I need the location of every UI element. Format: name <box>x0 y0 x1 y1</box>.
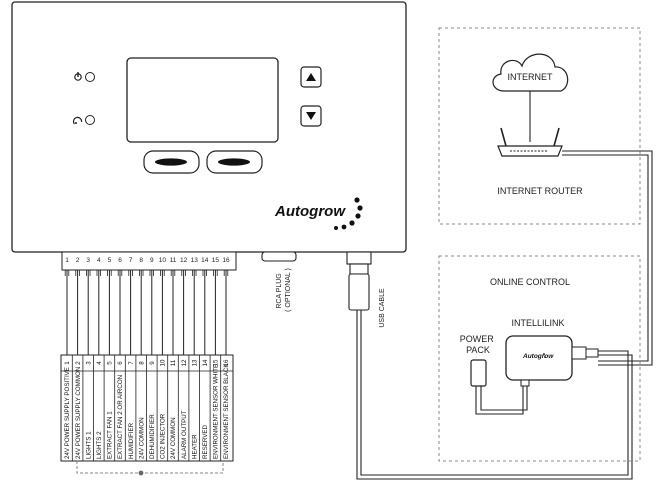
rca-plug-label: RCA PLUG ( OPTIONAL ) <box>276 268 292 312</box>
terminal-label: EXTRACT FAN 2 OR AIRCON <box>117 375 124 459</box>
pin-number: 6 <box>118 257 122 264</box>
terminal-number: 5 <box>107 361 114 365</box>
online-control-box: ONLINE CONTROL INTELLILINK Autogrow POWE… <box>438 255 641 462</box>
terminal-label: 24V COMMON <box>138 417 145 459</box>
terminal-label: LIGHTS 2 <box>96 431 103 459</box>
power-pack-label: POWER PACK <box>460 334 497 355</box>
terminal-number: 2 <box>75 361 82 365</box>
terminal-number: 1 <box>64 361 71 365</box>
terminal-label: EXTRACT FAN 1 <box>107 411 114 459</box>
terminal-label: ALARM OUTPUT <box>181 410 188 459</box>
up-button[interactable] <box>300 66 322 88</box>
pin-number: 12 <box>180 257 188 264</box>
internet-box: INTERNET INTERNET ROUTER <box>438 27 653 366</box>
terminal-number: 3 <box>85 361 92 365</box>
pin-number: 13 <box>191 257 199 264</box>
terminal-label: 24V POWER SUPPLY POSITIVE <box>64 367 71 459</box>
terminal-number: 4 <box>96 361 103 365</box>
terminal-label: CO2 INJECTOR <box>160 413 167 459</box>
soft-key-left[interactable] <box>143 150 200 174</box>
terminal-number: 16 <box>223 359 230 366</box>
terminal-number: 11 <box>170 359 177 366</box>
controller-logo: Autogrow <box>274 203 346 220</box>
router-icon <box>497 127 563 157</box>
cloud-label: INTERNET <box>508 72 554 82</box>
terminal-number: 12 <box>181 359 188 366</box>
logo-dots-icon <box>334 197 363 230</box>
controller-unit: Autogrow <box>11 1 407 253</box>
terminal-label: DEHUMIDIFIER <box>149 414 156 459</box>
terminal-label: ENVIRONMENT SENSOR BLACK <box>223 363 230 459</box>
terminal-number: 13 <box>191 359 198 366</box>
online-control-title: ONLINE CONTROL <box>490 277 570 287</box>
pin-number: 1 <box>65 257 69 264</box>
terminal-label: 24V COMMON <box>170 417 177 459</box>
alarm-icon <box>72 116 83 125</box>
terminal-label: 24V POWER SUPPLY COMMON <box>75 367 82 459</box>
terminal-number: 7 <box>128 361 135 365</box>
pin-number: 4 <box>97 257 101 264</box>
pin-number: 11 <box>170 257 177 264</box>
intellilink-label: INTELLILINK <box>511 318 564 328</box>
pin-number: 16 <box>222 257 230 264</box>
up-arrow-icon <box>306 73 316 81</box>
terminal-number: 6 <box>117 361 124 365</box>
power-icon <box>74 72 82 81</box>
pin-number: 2 <box>76 257 80 264</box>
router-label: INTERNET ROUTER <box>497 186 583 196</box>
controller-screen <box>126 57 279 143</box>
terminal-number: 14 <box>202 359 209 366</box>
alarm-led <box>85 115 95 125</box>
pin-number: 5 <box>108 257 112 264</box>
terminal-label: HUMIDIFIER <box>128 422 135 459</box>
intellilink-device: Autogrow <box>505 335 599 387</box>
power-led <box>85 72 95 82</box>
terminal-number: 8 <box>138 361 145 365</box>
pin-number: 9 <box>150 257 154 264</box>
terminal-number: 9 <box>149 361 156 365</box>
terminal-label: HEATER <box>191 434 198 459</box>
usb-cable-label: USB CABLE <box>379 288 386 328</box>
power-pack <box>470 359 487 387</box>
down-arrow-icon <box>306 112 316 120</box>
common-link <box>76 461 224 474</box>
terminal-label: ENVIRONMENT SENSOR WHITE <box>213 364 220 459</box>
terminal-label: LIGHTS 1 <box>85 431 92 459</box>
intellilink-logo: Autogrow <box>522 353 554 360</box>
pin-number: 8 <box>139 257 143 264</box>
pin-number: 3 <box>86 257 90 264</box>
down-button[interactable] <box>300 105 322 127</box>
soft-key-right[interactable] <box>206 150 263 174</box>
terminal-label: RESERVED <box>202 425 209 459</box>
pin-number: 15 <box>212 257 220 264</box>
pin-number: 10 <box>159 257 167 264</box>
usb-cable: USB CABLE <box>346 251 633 480</box>
cloud-icon <box>492 53 569 92</box>
pin-number: 7 <box>129 257 133 264</box>
rca-plug: RCA PLUG ( OPTIONAL ) <box>261 251 297 312</box>
terminal-number: 10 <box>160 359 167 366</box>
pin-number: 14 <box>201 257 209 264</box>
terminal-number: 15 <box>213 359 220 366</box>
